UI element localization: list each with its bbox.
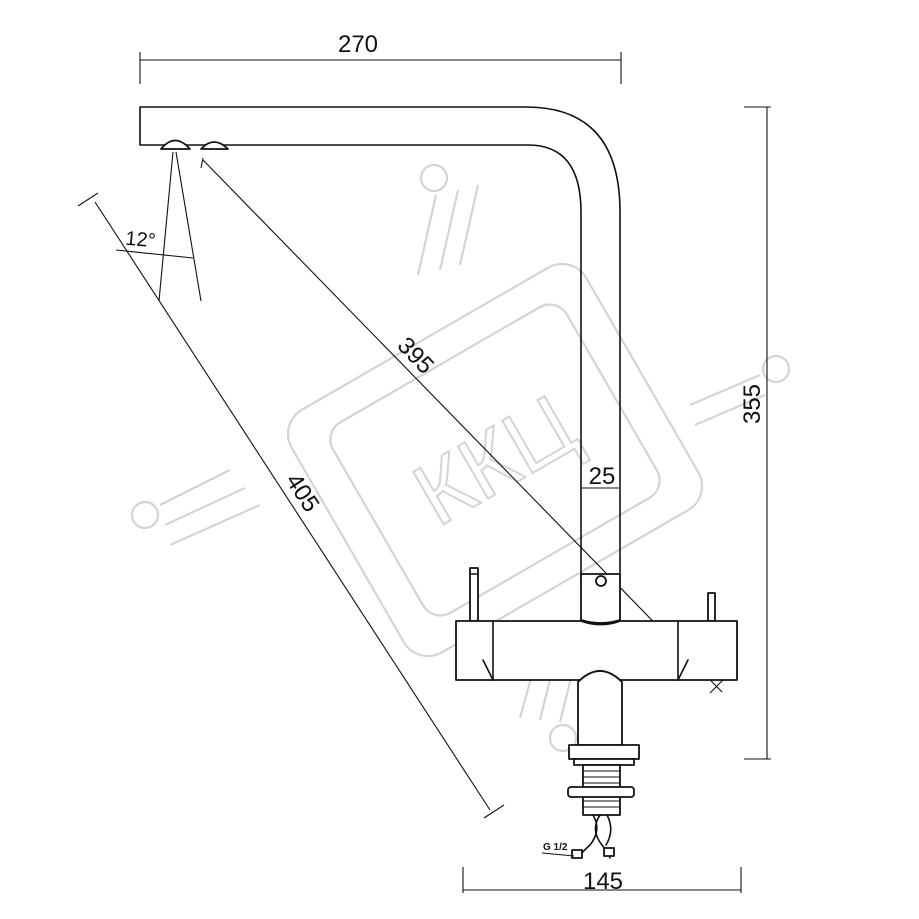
connection-label: G 1/2 [543,842,568,853]
dimension-label-355: 355 [739,384,766,424]
watermark-circle-top [419,163,449,193]
watermark-outer-frame [286,262,704,658]
angle-annotation: 12° [115,228,194,259]
dimension-label-405: 405 [280,469,324,517]
threaded-shank [567,764,635,816]
watermark-inner-frame [329,303,661,617]
dimension-label-25: 25 [589,463,616,490]
dimension-label-395: 395 [392,332,439,380]
dimension-spout-reach: 270 [139,31,622,84]
left-handle [469,567,479,622]
faucet-body [455,620,738,681]
base-flange [568,744,640,760]
dimension-base-width: 145 [462,867,742,895]
watermark-circle-right [761,354,791,384]
flexible-hoses: G 1/2 [541,814,615,859]
faucet-column [568,670,640,766]
aerator-right [200,141,229,150]
angle-label: 12° [124,228,156,253]
swivel-collar [580,573,621,624]
dimension-label-270: 270 [338,31,378,58]
aerator-left [160,139,191,150]
faucet-spout [139,106,621,577]
right-handle [707,592,716,622]
mounting-nut [567,786,635,798]
dimension-spout-diagonal: 395 [202,159,725,694]
dimension-total-height: 355 [739,106,771,760]
dimension-pipe-diameter: 25 [582,463,619,490]
dimension-label-145: 145 [583,868,623,895]
watermark-circle-left [130,500,160,530]
watermark-circle-bottom [548,723,578,753]
